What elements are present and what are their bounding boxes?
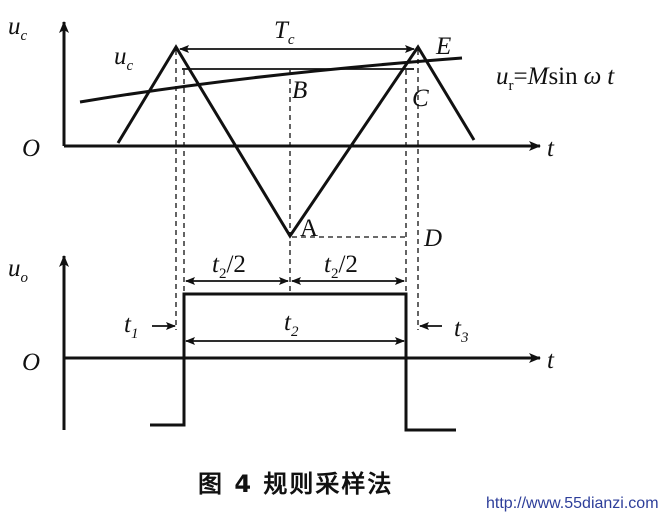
half-width-left-label: t2/2 <box>212 251 246 282</box>
point-e-label: E <box>435 33 451 60</box>
watermark-url: http://www.55dianzi.com <box>486 495 659 512</box>
top-origin-label: O <box>22 135 40 162</box>
point-a-label: A <box>300 215 318 242</box>
bottom-x-label: t <box>547 347 555 374</box>
top-y-label: uc <box>8 13 28 44</box>
carrier-triangle-wave <box>116 44 476 239</box>
carrier-label: uc <box>114 43 134 74</box>
t1-label: t1 <box>124 311 138 342</box>
period-label: Tc <box>274 17 295 48</box>
t2-label: t2 <box>284 309 299 340</box>
point-b-label: B <box>292 77 307 104</box>
figure-caption: 图 4 规则采样法 <box>198 470 393 498</box>
point-c-label: C <box>412 85 429 112</box>
output-pulse-waveform <box>150 292 456 432</box>
top-x-label: t <box>547 135 555 162</box>
bottom-origin-label: O <box>22 349 40 376</box>
point-d-label: D <box>423 225 442 252</box>
bottom-y-label: uo <box>8 255 29 286</box>
t3-label: t3 <box>454 315 468 346</box>
half-width-right-label: t2/2 <box>324 251 358 282</box>
bottom-plot: uo O t t2/2 t2/2 t1 t2 t3 <box>8 251 555 432</box>
reference-sine-wave <box>79 56 463 104</box>
